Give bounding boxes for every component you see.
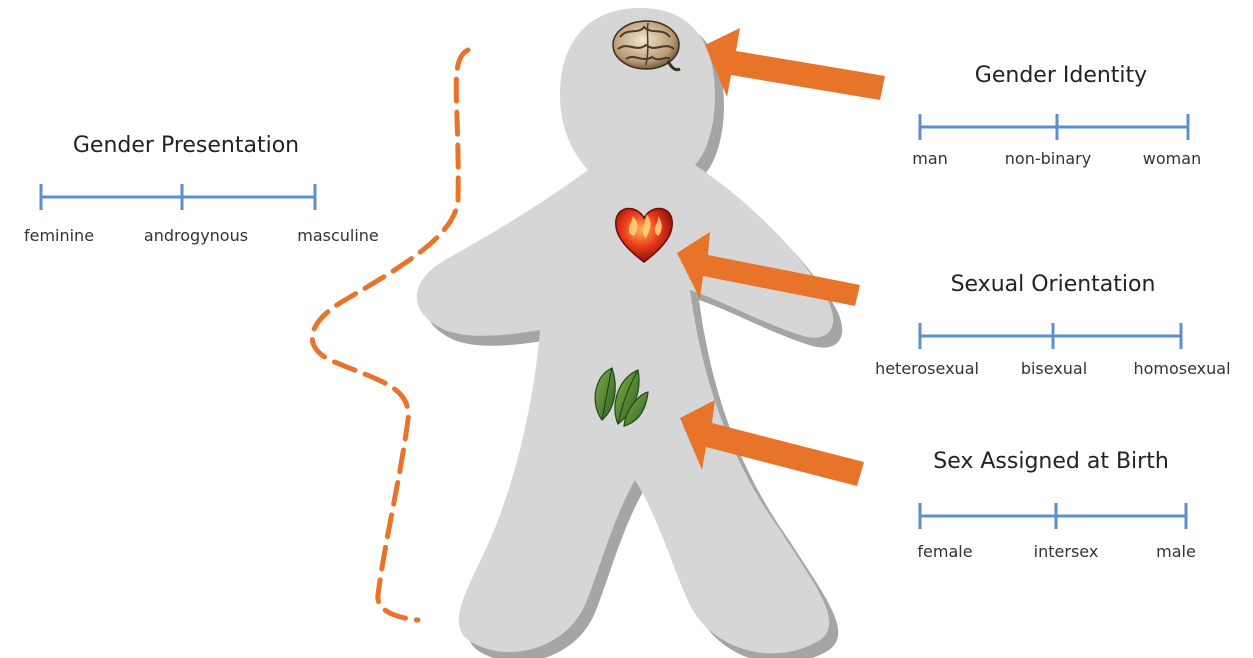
tick-label: heterosexual [875, 359, 979, 378]
gender-identity-title: Gender Identity [975, 63, 1147, 88]
sex-assigned-title: Sex Assigned at Birth [933, 449, 1169, 474]
tick-label: homosexual [1133, 359, 1230, 378]
tick-label: non-binary [1005, 149, 1091, 168]
tick-label: feminine [24, 226, 94, 245]
tick-label: androgynous [144, 226, 248, 245]
arrow-to-head [705, 28, 885, 100]
scale-sexual-orientation [920, 323, 1181, 349]
tick-label: intersex [1034, 542, 1099, 561]
sexual-orientation-title: Sexual Orientation [951, 272, 1156, 297]
tick-label: bisexual [1021, 359, 1087, 378]
tick-label: masculine [297, 226, 379, 245]
scale-gender-identity [920, 114, 1188, 140]
tick-label: female [917, 542, 972, 561]
gender-presentation-title: Gender Presentation [73, 133, 299, 158]
tick-label: woman [1143, 149, 1201, 168]
scale-sex-assigned [920, 503, 1186, 529]
tick-label: man [912, 149, 948, 168]
tick-label: male [1156, 542, 1196, 561]
brain-icon [613, 21, 680, 70]
figure-body [417, 8, 833, 653]
scale-gender-presentation [41, 184, 315, 210]
